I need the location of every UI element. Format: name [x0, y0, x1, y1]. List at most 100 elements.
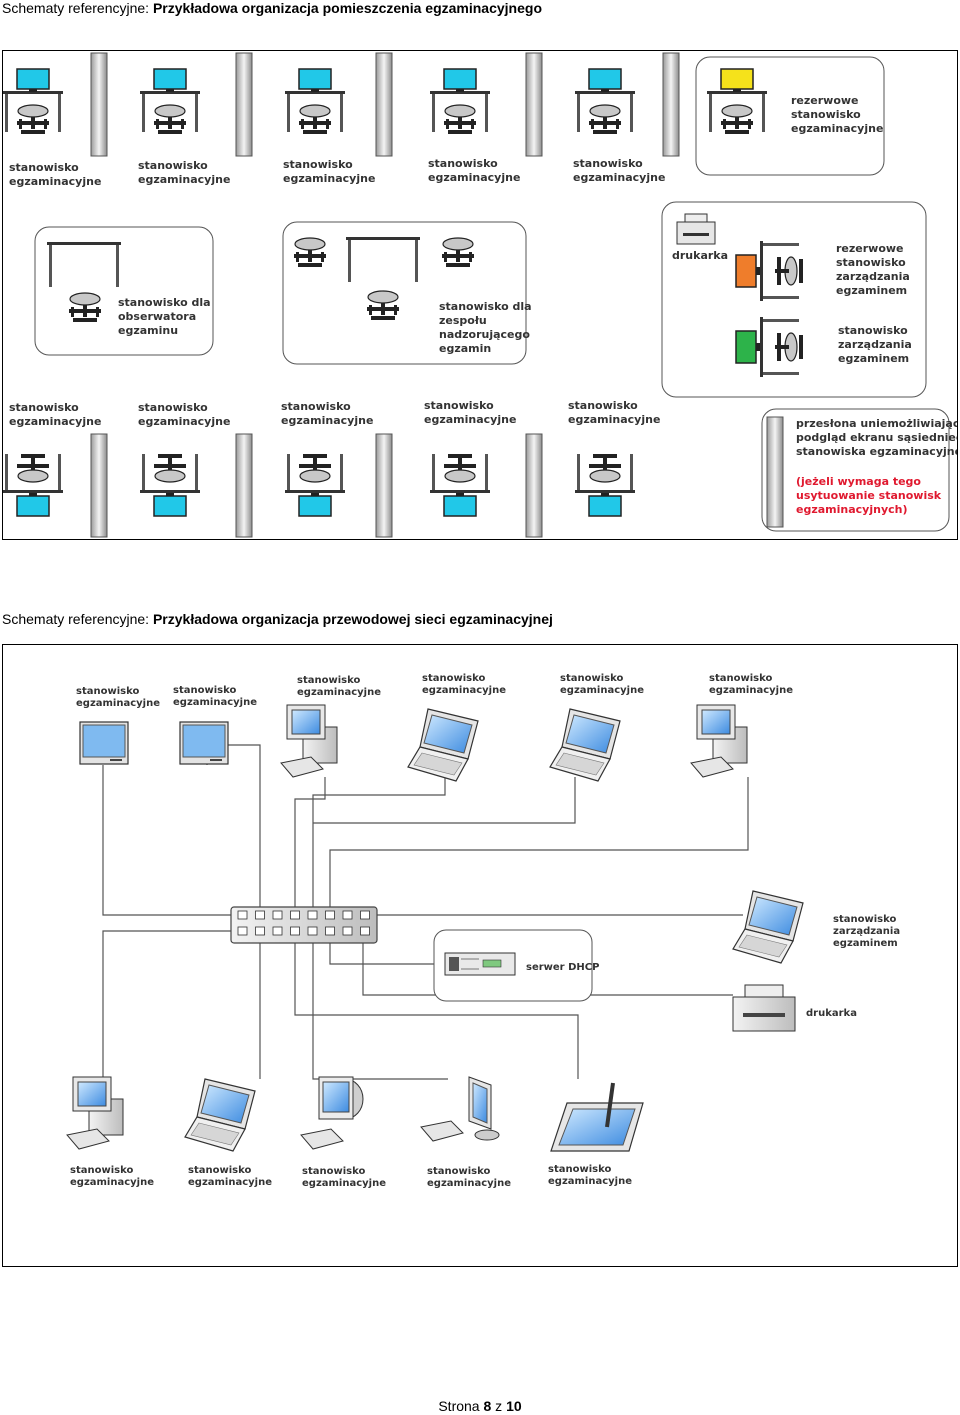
switch-port-bottom-4 [290, 926, 300, 936]
observer-chair [69, 292, 101, 322]
top-desk-1 [3, 68, 63, 134]
management-panel [661, 201, 927, 398]
footer-page: 8 [483, 1398, 492, 1414]
net-lcd-1 [79, 721, 129, 765]
team-desk [294, 237, 474, 320]
room-heading-title: Przykładowa organizacja pomieszczenia eg… [152, 0, 542, 16]
net-desktop-b1 [66, 1076, 124, 1150]
switch-port-bottom-3 [272, 926, 283, 936]
switch-port-bottom-8 [360, 926, 370, 936]
network-heading-title: Przykładowa organizacja przewodowej siec… [152, 611, 553, 627]
network-cables [102, 744, 749, 1080]
bottom-partition-3 [375, 433, 393, 538]
net-printer-icon [732, 984, 796, 1032]
cable-printer [362, 941, 733, 996]
switch-port-top-2 [255, 910, 265, 920]
reserve-mgmt-desk [735, 241, 803, 301]
dhcp-server-icon [444, 952, 516, 976]
cable-bottom-4 [312, 941, 448, 1080]
bottom-desk-2 [140, 454, 200, 517]
team-chair-1 [294, 237, 326, 267]
top-partition-2 [235, 52, 253, 157]
bottom-partition-1 [90, 433, 108, 538]
bottom-desk-5 [575, 454, 635, 517]
net-laptop-b2 [184, 1078, 256, 1152]
bottom-desk-4 [430, 454, 490, 517]
top-desk-3 [285, 68, 345, 134]
top-partition-5 [662, 52, 680, 157]
net-lcd-2 [179, 721, 229, 765]
cable-bottom-1 [102, 930, 235, 1079]
top-desk-1-chair [17, 104, 49, 134]
printer-label: drukarka [672, 249, 728, 262]
top-desk-5 [575, 68, 635, 134]
footer-total: 10 [506, 1398, 522, 1414]
switch-port-bottom-2 [255, 926, 265, 936]
switch-port-bottom-1 [237, 926, 248, 936]
bottom-desk-1 [3, 454, 63, 517]
switch-port-top-4 [290, 910, 300, 920]
net-laptop-5 [549, 708, 621, 782]
footer-prefix: Strona [438, 1398, 480, 1414]
switch-port-bottom-5 [307, 926, 318, 936]
switch-port-top-3 [272, 910, 283, 920]
net-crt-b3 [300, 1076, 364, 1150]
top-desk-5-chair [589, 104, 621, 134]
top-desk-2-chair [154, 104, 186, 134]
bottom-desk-3 [285, 454, 345, 517]
page-footer: Strona 8 z 10 [0, 1398, 960, 1414]
net-tablet-b5 [550, 1082, 644, 1152]
reserve-desk [707, 68, 767, 134]
switch-port-top-1 [237, 910, 248, 920]
note-partition [766, 416, 784, 528]
switch-body [230, 906, 378, 944]
top-desk-4-chair [444, 104, 476, 134]
switch-port-bottom-6 [325, 926, 335, 936]
footer-sep: z [495, 1398, 503, 1414]
top-desk-4 [430, 68, 490, 134]
top-desk-3-chair [299, 104, 331, 134]
switch-port-top-8 [360, 910, 370, 920]
switch-port-bottom-7 [342, 926, 353, 936]
cable-station-6 [329, 777, 749, 909]
room-printer-icon [676, 213, 716, 245]
switch-port-top-5 [307, 910, 318, 920]
switch-port-top-7 [342, 910, 353, 920]
room-heading: Schematy referencyjne: Przykładowa organ… [2, 0, 542, 16]
team-chair-2 [442, 237, 474, 267]
network-heading-prefix: Schematy referencyjne: [2, 611, 150, 627]
net-laptop-4 [407, 708, 479, 782]
top-desk-2 [140, 68, 200, 134]
net-desktop-6 [690, 704, 748, 778]
net-printer-label: drukarka [806, 1008, 857, 1019]
net-desktop-3 [280, 704, 338, 778]
cable-bottom-3-5 [294, 941, 579, 1079]
